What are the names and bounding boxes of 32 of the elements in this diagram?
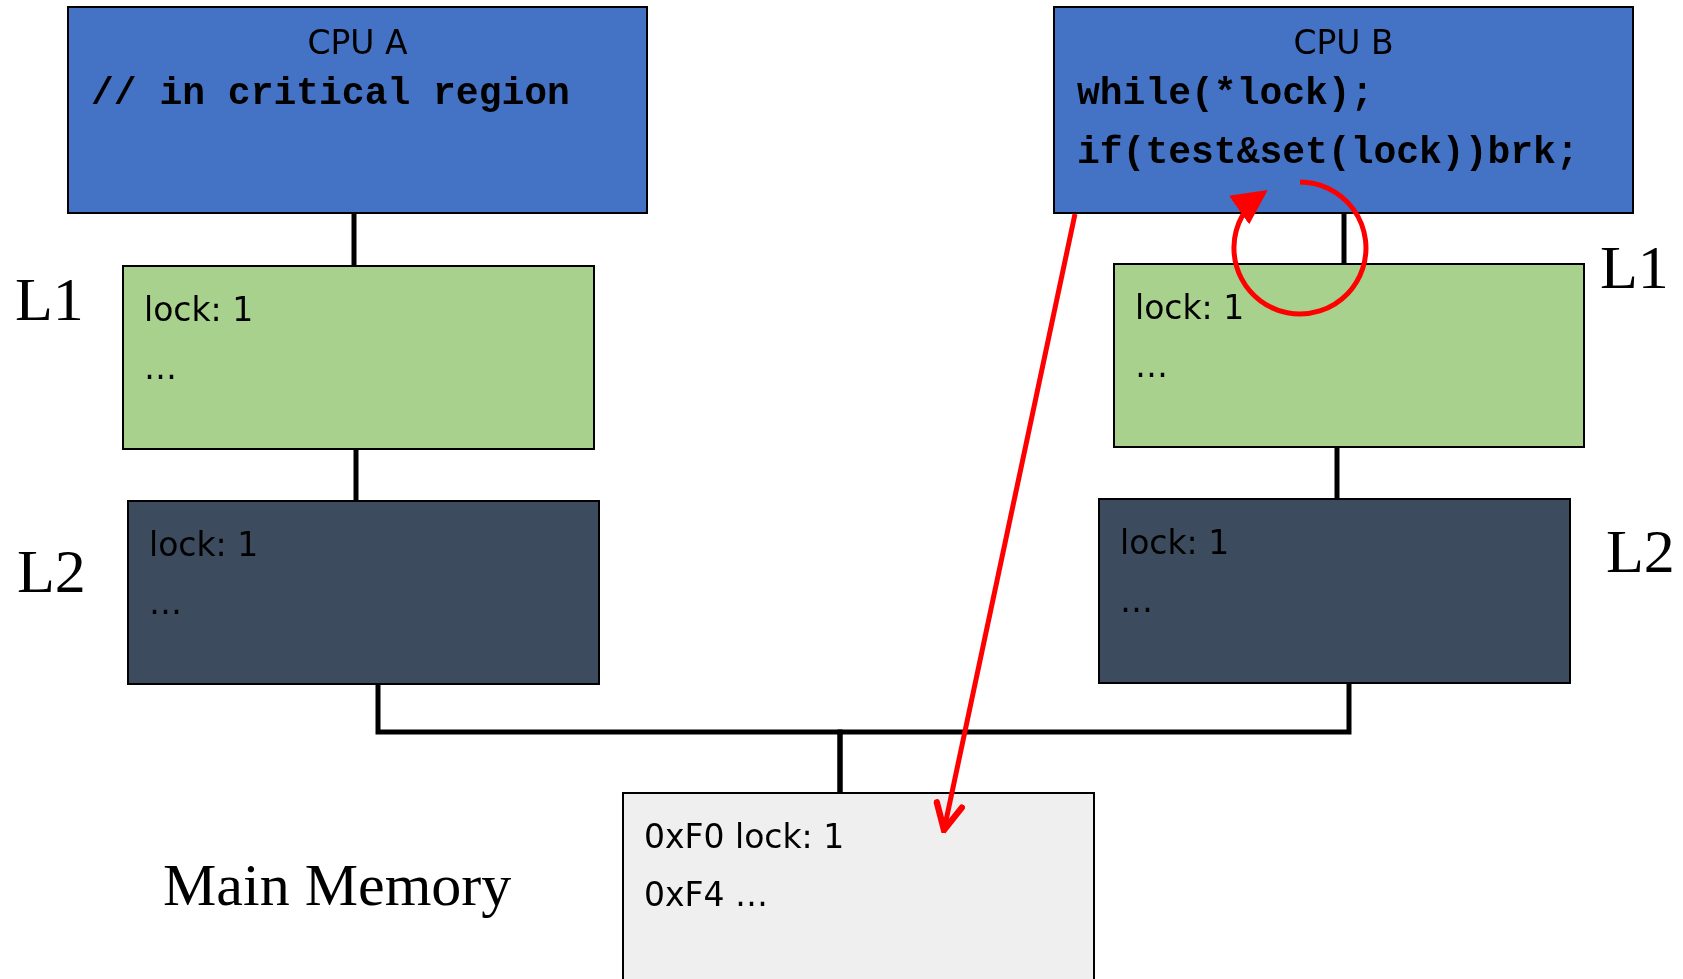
cpu-box [67,6,648,214]
cache-box [127,500,600,685]
level-label: L1 [1600,236,1669,298]
connector-line [1334,448,1340,498]
cpu-box [1053,6,1634,214]
connector-line [837,684,1352,792]
connector-line [1341,214,1347,263]
cpu-label: CPU B [1293,22,1394,64]
memory-box [622,792,1095,979]
connector-line [353,450,359,500]
cache-box [1113,263,1585,448]
memory-line: 0xF4 … [644,873,768,916]
code-line: // in critical region [91,70,570,117]
connector-line [351,214,357,265]
level-label: L1 [15,268,84,330]
cache-line: … [1120,579,1153,622]
cache-line: … [1135,344,1168,387]
cpu-label: CPU A [307,22,408,64]
cache-line: … [149,581,182,624]
cache-line: lock: 1 [149,524,259,566]
cache-box [1098,498,1571,684]
cache-line: lock: 1 [1120,522,1230,564]
memory-line: 0xF0 lock: 1 [644,816,845,858]
cache-line: lock: 1 [1135,287,1245,329]
arrow [933,213,1078,834]
cache-line: … [144,346,177,389]
level-label: L2 [17,540,86,602]
code-line: while(*lock); [1077,70,1374,117]
level-label: L2 [1606,520,1675,582]
cache-line: lock: 1 [144,289,254,331]
cache-box [122,265,595,450]
code-line: if(test&set(lock))brk; [1077,129,1579,176]
